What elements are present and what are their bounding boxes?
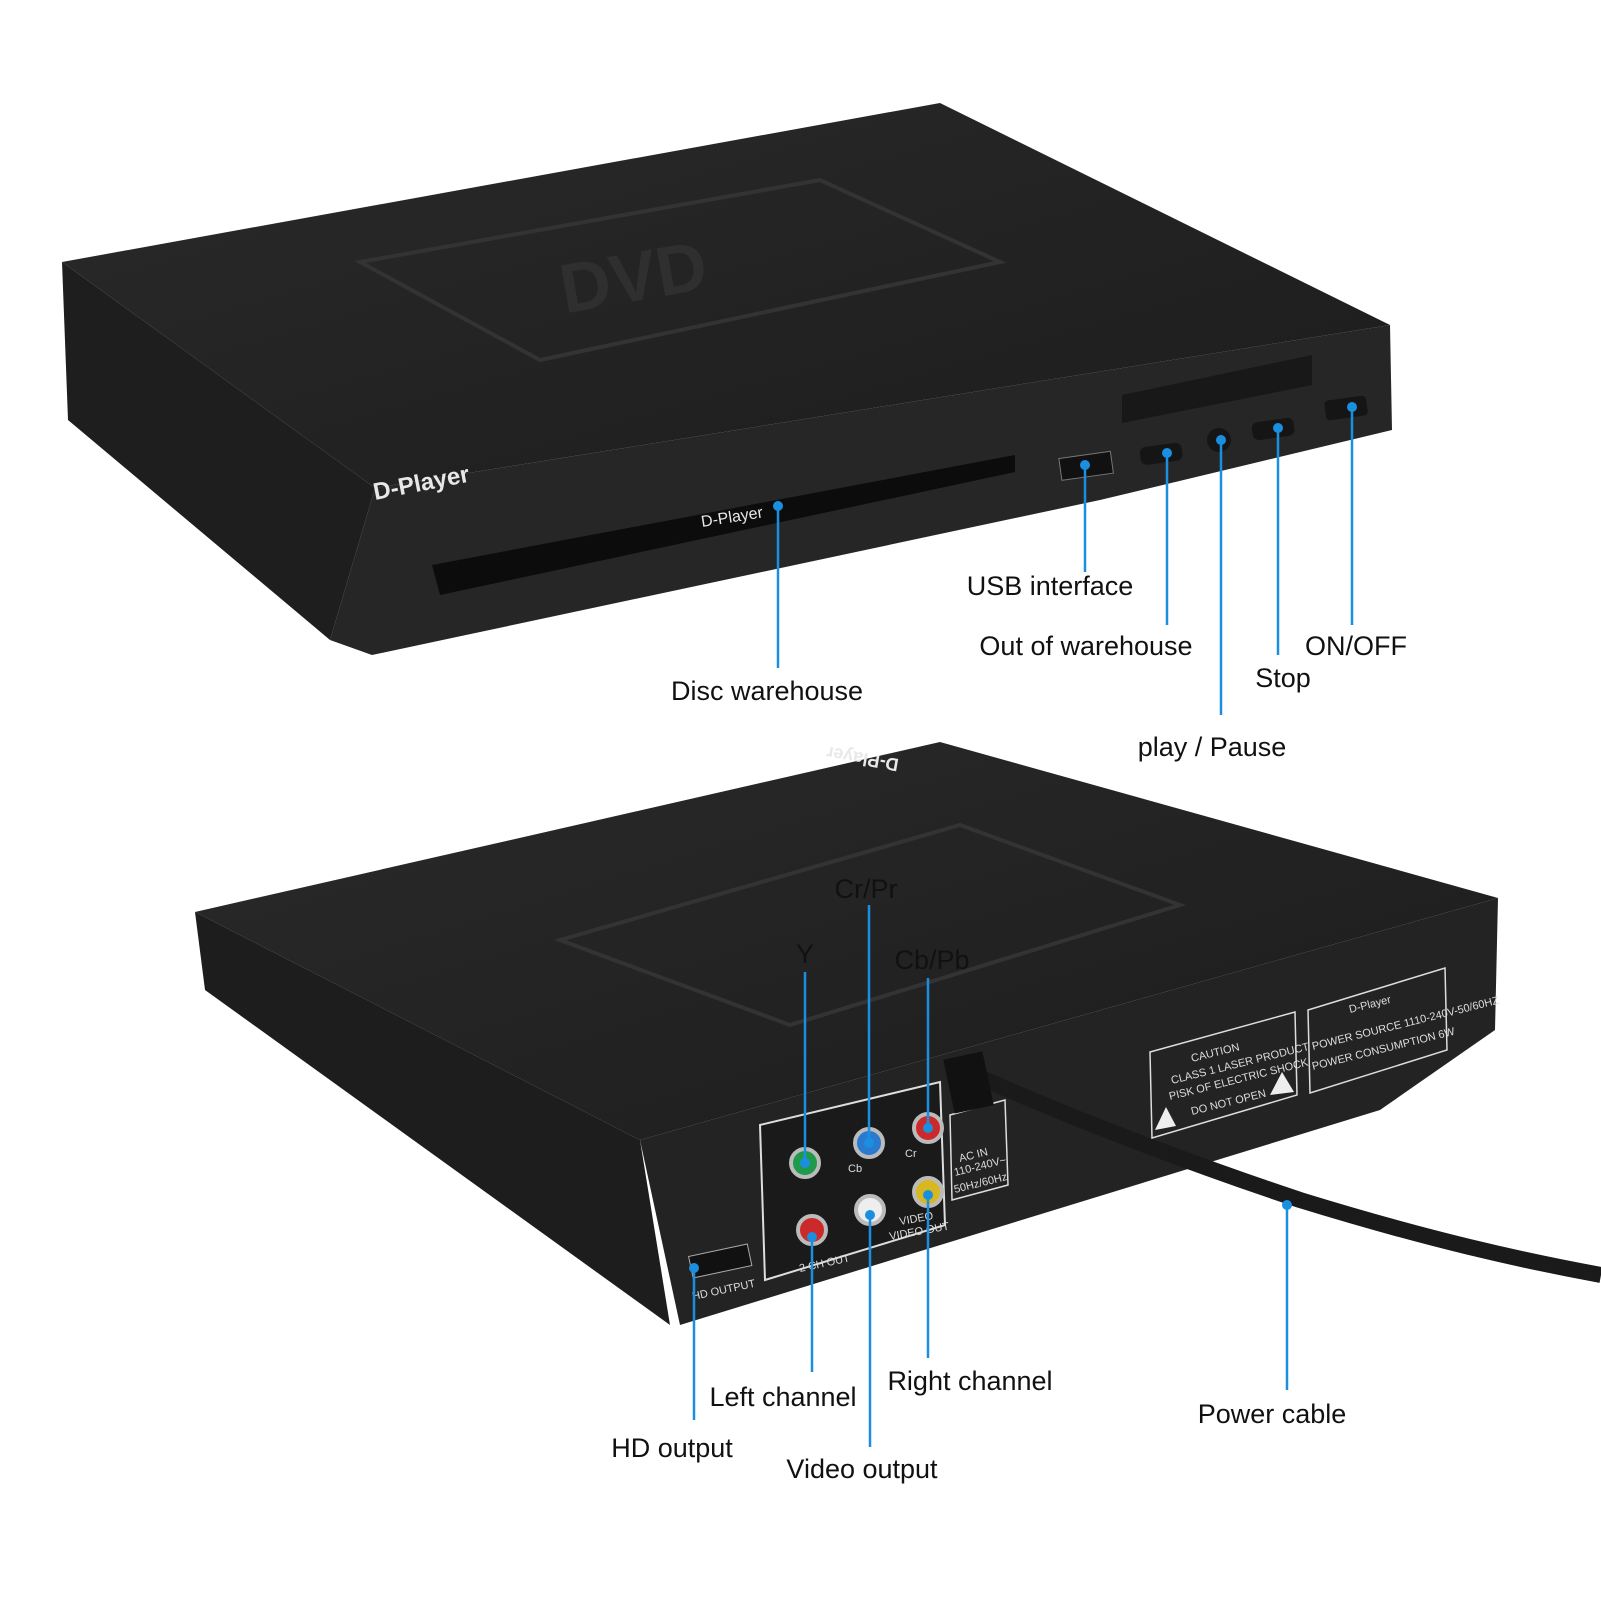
callout-stop: Stop — [1255, 663, 1311, 693]
callout-left-channel: Left channel — [709, 1382, 856, 1412]
shock-warning-icon — [1155, 1107, 1176, 1130]
callout-disc-warehouse: Disc warehouse — [671, 676, 863, 706]
power-button[interactable] — [1324, 395, 1368, 421]
power-cable — [971, 1067, 1601, 1283]
callout-usb-interface: USB interface — [967, 571, 1134, 601]
callout-out-of-warehouse: Out of warehouse — [979, 631, 1192, 661]
dvd-player-back: D-Player Cb Cr VIDEO VIDEO OUT 2 CH OUT … — [195, 742, 1601, 1325]
callout-power-cable: Power cable — [1198, 1399, 1347, 1429]
caution-label — [1149, 1011, 1298, 1139]
disc-tray[interactable] — [432, 455, 1015, 595]
power-plug — [943, 1051, 994, 1114]
eject-button[interactable] — [1139, 442, 1183, 466]
callout-video-output: Video output — [786, 1454, 938, 1484]
callout-cb-pb: Cb/Pb — [894, 945, 969, 975]
callout-on-off: ON/OFF — [1305, 631, 1407, 661]
callout-right-channel: Right channel — [887, 1366, 1052, 1396]
dvd-player-front: DVD D-Player D-Player — [62, 103, 1392, 655]
callouts: Disc warehouse USB interface Out of ware… — [611, 402, 1407, 1484]
display-window — [1122, 355, 1312, 423]
lid-emboss — [354, 177, 1007, 363]
callout-hd-output: HD output — [611, 1433, 733, 1463]
cr-port-label: Cr — [905, 1148, 917, 1160]
video-label: VIDEO — [898, 1210, 934, 1228]
callout-cr-pr: Cr/Pr — [835, 874, 898, 904]
cb-port-label: Cb — [848, 1163, 862, 1175]
callout-y: Y — [796, 939, 814, 969]
warning-icon — [1270, 1072, 1294, 1095]
callout-play-pause: play / Pause — [1138, 732, 1287, 762]
rating-label — [1307, 966, 1448, 1095]
